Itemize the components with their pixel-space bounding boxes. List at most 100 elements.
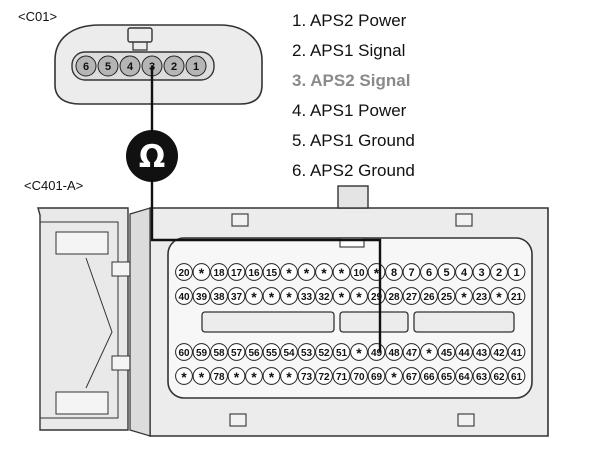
pin-number: 27: [406, 292, 418, 303]
pin-circle: [175, 367, 193, 385]
c401a-slot: [201, 311, 335, 333]
pin-circle: [245, 367, 263, 385]
pin-circle: [297, 367, 316, 385]
c401a-key-slot: [339, 237, 365, 248]
pin-circle: [507, 367, 526, 385]
pin-number: 55: [266, 348, 278, 359]
c401a-pin-empty: *: [262, 287, 281, 305]
pin-circle: [350, 287, 368, 305]
pin-number: 3: [478, 267, 484, 279]
c401a-pin-71: 71: [332, 367, 351, 385]
pin-circle: [420, 287, 438, 305]
c401a-label: <C401-A>: [24, 178, 84, 193]
c401a-pin-40: 40: [175, 287, 193, 305]
c401a-pin-51: 51: [332, 343, 351, 361]
pin-number: 1: [193, 61, 199, 73]
pin-circle: [315, 287, 333, 305]
c01-pin-6: 6: [75, 55, 97, 77]
pin-number: *: [321, 265, 327, 281]
pin-circle: [210, 263, 228, 281]
pin-legend: 1. APS2 Power 2. APS1 Signal 3. APS2 Sig…: [292, 8, 415, 188]
c401a-pin-48: 48: [385, 343, 403, 361]
c401a-pin-72: 72: [315, 367, 333, 385]
pin-circle: [315, 367, 333, 385]
c401a-pin-empty: *: [315, 263, 333, 281]
pin-circle: [350, 367, 368, 385]
pin-circle: [280, 287, 298, 305]
legend-item: 2. APS1 Signal: [292, 41, 406, 60]
c401a-pin-59: 59: [192, 343, 211, 361]
pin-circle: [192, 263, 211, 281]
pin-number: 54: [283, 348, 295, 359]
pin-number: 4: [461, 267, 468, 279]
pin-number: *: [304, 265, 310, 281]
pin-number: *: [286, 265, 292, 281]
c401a-pin-empty: *: [175, 367, 193, 385]
pin-number: 65: [441, 372, 453, 383]
pin-number: 18: [213, 268, 225, 279]
pin-number: *: [496, 289, 502, 305]
pin-number: 71: [336, 372, 348, 383]
pin-circle: [297, 287, 316, 305]
pin-circle: [262, 367, 281, 385]
pin-number: *: [356, 289, 362, 305]
pin-number: 6: [83, 61, 89, 73]
pin-number: 5: [105, 61, 111, 73]
pin-circle: [402, 343, 421, 361]
pin-number: 72: [318, 372, 330, 383]
c401a-pin-42: 42: [490, 343, 508, 361]
pin-circle: [227, 367, 246, 385]
pin-number: 29: [371, 292, 383, 303]
pin-circle: [192, 367, 211, 385]
pin-circle: [350, 343, 368, 361]
pin-number: *: [286, 289, 292, 305]
c401a-top-tab: [337, 185, 369, 209]
c401a-pin-6: 6: [420, 263, 438, 281]
pin-circle: [280, 263, 298, 281]
pin-circle: [163, 55, 185, 77]
c401a-pin-empty: *: [192, 367, 211, 385]
pin-number: 32: [318, 292, 330, 303]
pin-circle: [507, 263, 526, 281]
pin-circle: [192, 287, 211, 305]
c01-pin-1: 1: [185, 55, 207, 77]
pin-number: 38: [213, 292, 225, 303]
c401a-pin-47: 47: [402, 343, 421, 361]
legend-item: 6. APS2 Ground: [292, 161, 415, 180]
pin-circle: [472, 287, 491, 305]
pin-number: 47: [406, 348, 418, 359]
c401a-pin-1: 1: [507, 263, 526, 281]
pin-circle: [385, 367, 403, 385]
pin-circle: [227, 263, 246, 281]
pin-number: 60: [178, 348, 190, 359]
pin-number: 37: [231, 292, 243, 303]
c401a-pin-25: 25: [437, 287, 456, 305]
c401a-slot: [339, 311, 409, 333]
pin-number: 8: [391, 267, 397, 279]
pin-circle: [119, 55, 141, 77]
pin-circle: [385, 287, 403, 305]
pin-number: 4: [127, 61, 134, 73]
pin-circle: [210, 367, 228, 385]
pin-number: *: [234, 369, 240, 385]
pin-number: *: [181, 369, 187, 385]
pin-number: 1: [513, 267, 519, 279]
pin-circle: [332, 287, 351, 305]
pin-number: 39: [196, 292, 208, 303]
c01-pin-2: 2: [163, 55, 185, 77]
pin-number: 40: [178, 292, 190, 303]
c401a-pin-21: 21: [507, 287, 526, 305]
pin-circle: [280, 343, 298, 361]
pin-circle: [437, 287, 456, 305]
pin-number: 56: [248, 348, 260, 359]
pin-circle: [507, 287, 526, 305]
pin-number: 45: [441, 348, 453, 359]
c401a-pin-17: 17: [227, 263, 246, 281]
c401a-pin-empty: *: [297, 263, 316, 281]
c401a-pin-41: 41: [507, 343, 526, 361]
pin-circle: [385, 263, 403, 281]
ohm-meter: Ω: [126, 130, 178, 182]
legend-item: 4. APS1 Power: [292, 101, 407, 120]
c401a-pin-78: 78: [210, 367, 228, 385]
